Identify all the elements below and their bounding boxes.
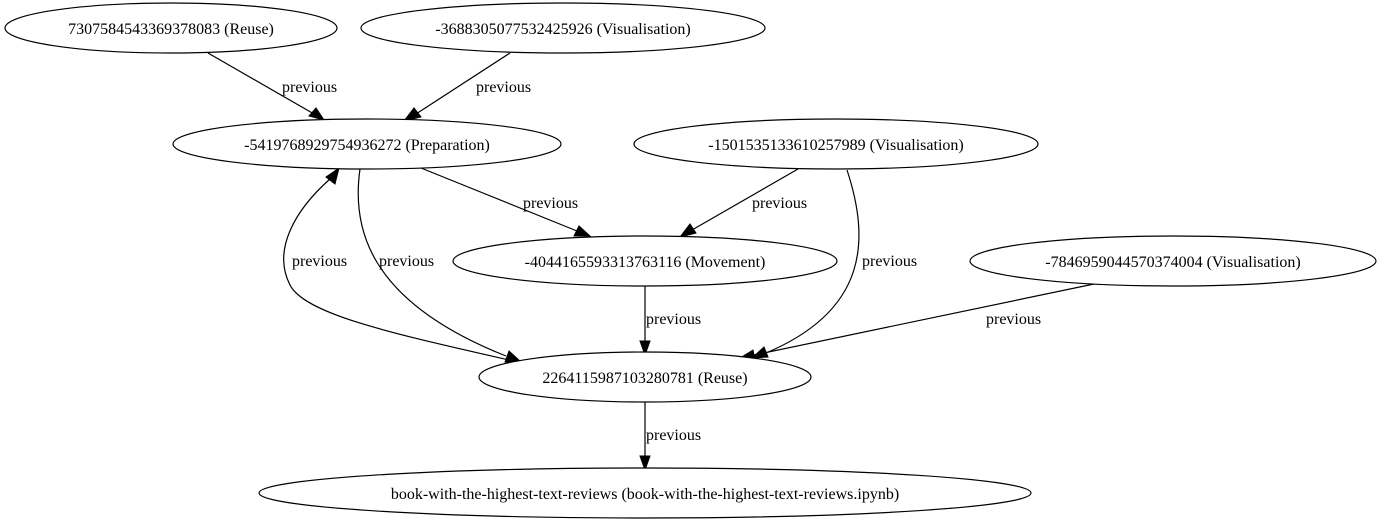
edge-line (207, 52, 315, 115)
edge-label: previous (646, 311, 701, 328)
edge-n3-n5: previous (420, 167, 592, 237)
node-visualisation-1501535133610257989[interactable]: -1501535133610257989 (Visualisation) (633, 118, 1039, 170)
edge-label: previous (379, 253, 434, 270)
arrowhead (639, 340, 651, 357)
node-label: -7846959044570374004 (Visualisation) (1045, 254, 1300, 271)
node-preparation-5419768929754936272[interactable]: -5419768929754936272 (Preparation) (172, 118, 562, 170)
edge-line (283, 178, 510, 361)
node-ellipse (452, 235, 838, 287)
edge-n5-n7: previous (639, 286, 701, 357)
node-movement-4044165593313763116[interactable]: -4044165593313763116 (Movement) (452, 235, 838, 287)
node-ellipse (633, 118, 1039, 170)
edge-label: previous (986, 311, 1041, 328)
node-label: -3688305077532425926 (Visualisation) (435, 21, 690, 38)
arrowhead (639, 455, 651, 472)
arrowhead (573, 225, 592, 237)
node-visualisation-7846959044570374004[interactable]: -7846959044570374004 (Visualisation) (969, 235, 1377, 287)
node-ellipse (4, 2, 338, 54)
node-reuse-2264115987103280781[interactable]: 2264115987103280781 (Reuse) (478, 351, 812, 403)
edge-line (765, 169, 860, 354)
arrowhead (308, 107, 326, 121)
edge-n7-n3: previous (283, 166, 510, 361)
node-label: -5419768929754936272 (Preparation) (244, 137, 490, 154)
node-label: book-with-the-highest-text-reviews (book… (391, 486, 899, 503)
edge-line (753, 283, 1095, 356)
edge-n7-n8: previous (639, 402, 701, 472)
arrowhead (325, 166, 340, 185)
edge-line (691, 168, 799, 231)
node-label: -4044165593313763116 (Movement) (525, 254, 766, 271)
edge-label: previous (292, 253, 347, 270)
node-ellipse (172, 118, 562, 170)
node-reuse-7307584543369378083[interactable]: 7307584543369378083 (Reuse) (4, 2, 338, 54)
node-notebook-book-with-the-highest-text-reviews[interactable]: book-with-the-highest-text-reviews (book… (258, 467, 1032, 519)
arrowhead (402, 107, 422, 122)
edge-n1-n3: previous (207, 52, 337, 121)
edge-label: previous (523, 195, 578, 212)
node-label: 2264115987103280781 (Reuse) (542, 370, 747, 387)
edge-label: previous (646, 427, 701, 444)
arrowhead (678, 223, 697, 238)
node-ellipse (969, 235, 1377, 287)
edge-line (415, 52, 511, 115)
node-label: 7307584543369378083 (Reuse) (68, 21, 274, 38)
node-label: -1501535133610257989 (Visualisation) (708, 137, 963, 154)
edge-label: previous (862, 253, 917, 270)
edge-label: previous (476, 79, 531, 96)
edge-label: previous (752, 195, 807, 212)
node-visualisation-3688305077532425926[interactable]: -3688305077532425926 (Visualisation) (360, 2, 766, 54)
edge-line (420, 167, 578, 232)
edge-label: previous (282, 79, 337, 96)
edge-n4-n5: previous (678, 168, 807, 238)
node-ellipse (360, 2, 766, 54)
edge-n3-n7: previous (357, 168, 523, 363)
edge-n6-n7: previous (738, 283, 1095, 361)
node-ellipse (478, 351, 812, 403)
edge-n2-n3: previous (402, 52, 531, 122)
node-ellipse (258, 467, 1032, 519)
edge-line (357, 168, 507, 357)
